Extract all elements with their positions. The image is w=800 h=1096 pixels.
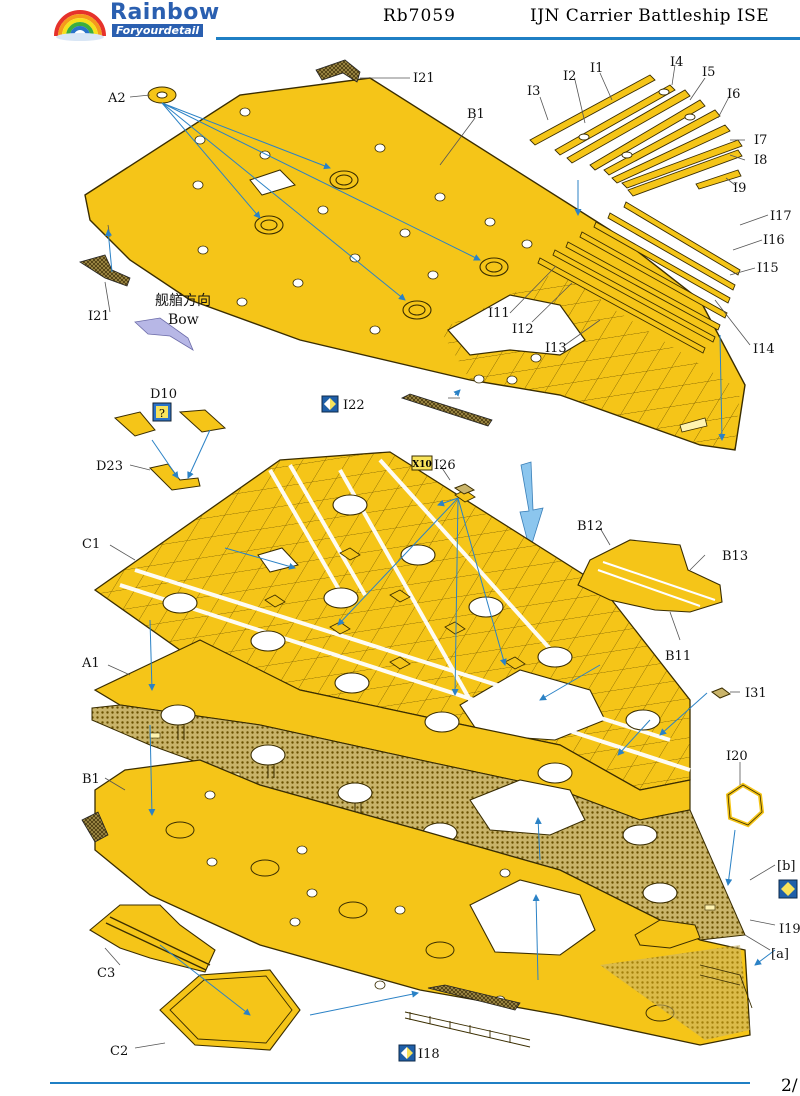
header-rule <box>216 37 800 40</box>
label-i9: I9 <box>733 181 746 196</box>
svg-text:X10: X10 <box>412 460 432 470</box>
deck-b1-bottom <box>81 759 751 1046</box>
label-d23: D23 <box>96 459 123 474</box>
label-i18: I18 <box>418 1047 440 1062</box>
brand-tagline: Foryourdetail <box>112 24 204 37</box>
deck-c1 <box>93 451 691 791</box>
flow-down-arrow <box>519 461 544 552</box>
leader-lines <box>104 64 776 1049</box>
d10-badge: ? <box>152 402 172 422</box>
product-code: Rb7059 <box>383 6 456 26</box>
label-i3: I3 <box>527 84 540 99</box>
label-i12: I12 <box>512 322 534 337</box>
pe-strips-i1-i9 <box>529 74 743 197</box>
label-i20: I20 <box>726 749 748 764</box>
label-i8: I8 <box>754 153 767 168</box>
label-a1: A1 <box>81 656 100 671</box>
label-i15: I15 <box>757 261 779 276</box>
label-b1-bottom: B1 <box>82 772 100 787</box>
pe-strips-i11-i17 <box>537 201 741 354</box>
b-symbol <box>778 879 798 899</box>
brand-logo: Rainbow Foryourdetail <box>50 0 220 42</box>
rainbow-logo-icon <box>54 10 106 41</box>
svg-text:?: ? <box>159 407 165 420</box>
pe-i18-railing <box>404 964 753 1048</box>
label-c1: C1 <box>82 537 100 552</box>
pe-i31 <box>710 687 732 699</box>
page-number: 2/ <box>781 1076 798 1096</box>
parts-d10-d23 <box>113 409 227 491</box>
label-b: [b] <box>777 859 795 874</box>
label-i6: I6 <box>727 87 740 102</box>
label-i5: I5 <box>702 65 715 80</box>
label-i1: I1 <box>590 61 603 76</box>
bow-label-cn: 舰艏方向 <box>155 293 211 309</box>
label-i22: I22 <box>343 398 365 413</box>
label-i11: I11 <box>488 306 510 321</box>
page-title: IJN Carrier Battleship ISE <box>530 6 770 26</box>
i22-symbol <box>321 395 339 413</box>
i26-badge: X10 <box>411 455 433 471</box>
label-i16: I16 <box>763 233 785 248</box>
label-i19: I19 <box>779 922 800 937</box>
label-a: [a] <box>771 947 789 962</box>
pe-i21-left <box>79 254 131 287</box>
i18-symbol <box>398 1044 416 1062</box>
label-i14: I14 <box>753 342 775 357</box>
brand-name: Rainbow <box>110 0 220 25</box>
bow-label-en: Bow <box>168 312 199 328</box>
label-i21-top: I21 <box>413 71 435 86</box>
label-a2: A2 <box>107 91 126 106</box>
part-a2-ring <box>147 86 177 104</box>
label-i7: I7 <box>754 133 767 148</box>
deck-a1 <box>91 639 746 941</box>
label-i26: I26 <box>434 458 456 473</box>
deck-b1-top <box>84 59 746 451</box>
label-b11: B11 <box>665 649 691 664</box>
deck-b12-b13 <box>577 539 723 613</box>
label-b13: B13 <box>722 549 748 564</box>
pe-i19 <box>634 919 701 949</box>
label-b12: B12 <box>577 519 603 534</box>
label-i4: I4 <box>670 55 683 70</box>
label-i13: I13 <box>545 341 567 356</box>
assembly-arrows <box>105 102 776 1016</box>
deck-c2 <box>159 969 301 1051</box>
label-i2: I2 <box>563 69 576 84</box>
label-d10: D10 <box>150 387 177 402</box>
ring-sockets <box>254 170 509 320</box>
label-i17: I17 <box>770 209 792 224</box>
bow-direction-arrow <box>134 317 194 351</box>
footer-rule <box>50 1082 750 1084</box>
label-i21-left: I21 <box>88 309 110 324</box>
label-c3: C3 <box>97 966 115 981</box>
pe-i22 <box>400 393 493 427</box>
label-i31: I31 <box>745 686 767 701</box>
label-b1-top: B1 <box>467 107 485 122</box>
label-c2: C2 <box>110 1044 128 1059</box>
